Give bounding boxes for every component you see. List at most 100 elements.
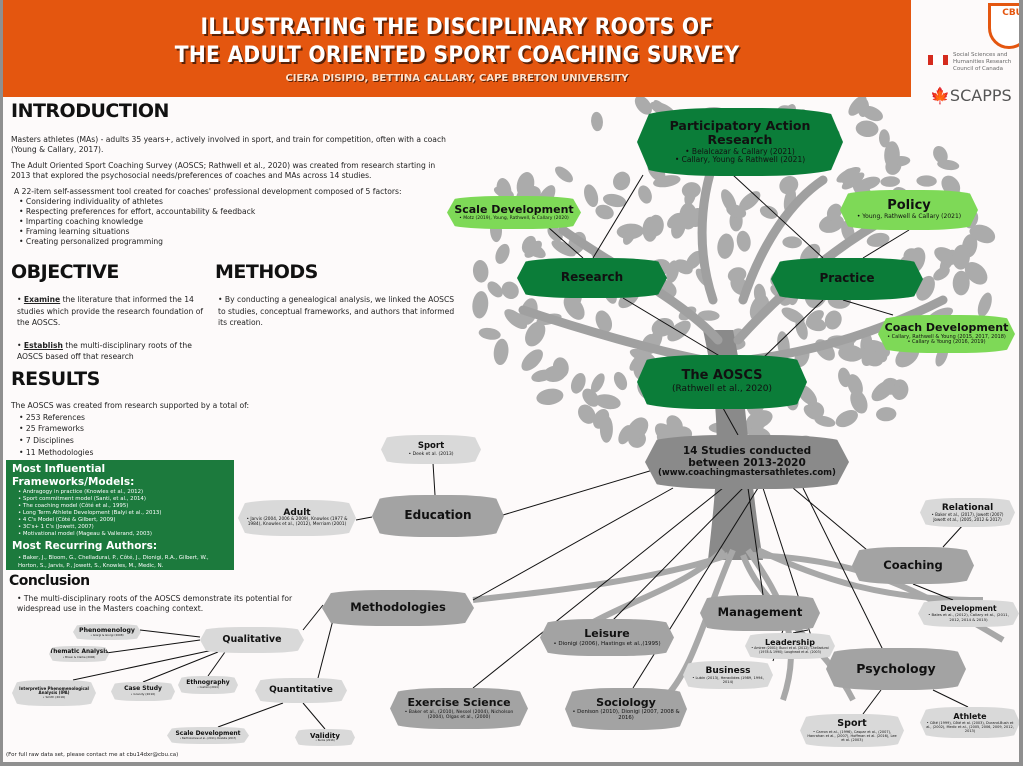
- leaf-shape: [584, 184, 599, 208]
- results-item: 25 Frameworks: [19, 423, 311, 435]
- node-title: Leadership: [765, 637, 815, 647]
- conclusion-heading: Conclusion: [9, 573, 90, 589]
- connector-line: [622, 297, 724, 359]
- node-policy: Policy• Young, Rathwell & Callary (2021): [840, 190, 978, 230]
- connector-line: [105, 639, 201, 654]
- node-management: Management: [700, 595, 820, 631]
- node-citation: • Côté (1999), Côté et al. (2003), Duran…: [926, 721, 1014, 734]
- node-citation: • Jarvis (2004, 2006 & 2009), Knowles (1…: [246, 517, 348, 528]
- sshrc-logo: Social Sciences and Humanities Research …: [953, 52, 1012, 72]
- connector-line: [732, 174, 824, 259]
- objective-body: Examine the literature that informed the…: [17, 294, 212, 363]
- leaf-shape: [516, 172, 535, 198]
- connector-line: [207, 651, 226, 677]
- leaf-shape: [933, 145, 948, 164]
- leaf-shape: [848, 95, 867, 116]
- objective-keyword: Establish: [23, 340, 63, 350]
- leaf-shape: [866, 232, 890, 247]
- leaf-shape: [595, 204, 614, 220]
- leaf-shape: [478, 327, 501, 340]
- conclusion-body: The multi-disciplinary roots of the AOSC…: [17, 594, 327, 614]
- factor-item: Imparting coaching knowledge: [19, 217, 456, 227]
- connector-line: [592, 174, 644, 259]
- leaf-shape: [667, 320, 691, 342]
- factor-item: Considering individuality of athletes: [19, 197, 456, 207]
- leaf-shape: [969, 227, 988, 242]
- leaf-shape: [717, 233, 734, 259]
- framework-item: 3C's+ 1 C's (Jowett, 2007): [18, 524, 228, 531]
- leaf-shape: [666, 415, 683, 433]
- node-title: Psychology: [856, 660, 936, 676]
- connector-line: [722, 407, 739, 436]
- node-title: Education: [404, 508, 472, 523]
- leaf-shape: [876, 407, 897, 422]
- leaf-shape: [746, 410, 773, 429]
- node-title: Interpretive Phenomenological Analysis (…: [19, 685, 89, 696]
- intro-paragraph-2: The Adult Oriented Sport Coaching Survey…: [11, 161, 436, 180]
- node-title: Validity: [310, 731, 340, 740]
- authors: CIERA DISIPIO, BETTINA CALLARY, CAPE BRE…: [285, 73, 629, 84]
- node-psychology: Psychology: [826, 648, 966, 690]
- framework-item: Andragogy in practice (Knowles et al., 2…: [18, 489, 228, 496]
- leaf-shape: [753, 283, 766, 305]
- node-title: Relational: [941, 502, 994, 513]
- leaf-shape: [806, 310, 824, 325]
- leaf-shape: [838, 367, 851, 388]
- connector-line: [548, 227, 584, 259]
- leaf-shape: [495, 243, 510, 264]
- introduction-body: Masters athletes (MAs) - adults 35 years…: [11, 135, 456, 247]
- leaf-shape: [638, 185, 652, 204]
- node-title: Leisure: [584, 627, 630, 641]
- results-item: 253 References: [19, 412, 311, 424]
- leaf-shape: [916, 175, 937, 187]
- logos: CBU Social Sciences and Humanities Resea…: [918, 0, 1019, 110]
- leaf-shape: [634, 95, 652, 115]
- leaf-shape: [582, 388, 600, 407]
- framework-item: The coaching model (Côté et al., 1995): [18, 503, 228, 510]
- node-ipa: Interpretive Phenomenological Analysis (…: [12, 680, 96, 706]
- node-citation: • Bartholomew et al., (2011), DeVellis (…: [179, 736, 237, 740]
- node-citation: • Smith (2016): [42, 694, 66, 699]
- connector-line: [942, 524, 964, 548]
- leaf-shape: [884, 141, 900, 169]
- connector-line: [792, 629, 809, 634]
- leaf-shape: [613, 171, 631, 191]
- title-line-2: THE ADULT ORIENTED SPORT COACHING SURVEY: [174, 43, 740, 68]
- authors-list: • Baker, J., Bloom, G., Chelladurai, P.,…: [18, 555, 209, 569]
- leaf-shape: [578, 404, 596, 424]
- leaf-shape: [952, 270, 970, 296]
- node-title: Coaching: [883, 557, 943, 572]
- leaf-shape: [977, 292, 992, 318]
- node-title: Exercise Science: [407, 695, 511, 709]
- leaf-shape: [472, 291, 489, 319]
- framework-item: Sport commitment model (Santi, et al., 2…: [18, 496, 228, 503]
- node-title: Development: [940, 603, 997, 613]
- node-title: Business: [705, 665, 751, 676]
- node-relational: Relational• Baker et al., (2017), Jowett…: [920, 498, 1015, 527]
- leaf-shape: [818, 214, 845, 233]
- node-title: Participatory Action Research: [669, 118, 811, 148]
- results-item: 7 Disciplines: [19, 435, 311, 447]
- leaf-shape: [613, 371, 628, 391]
- leaf-shape: [591, 111, 603, 132]
- node-exsci: Exercise Science• Baker et al., (2010), …: [390, 688, 528, 729]
- node-citation: • Callary & Young (2016, 2019): [907, 339, 986, 346]
- node-citation: • Young, Rathwell & Callary (2021): [856, 213, 962, 221]
- node-citation: • Baker et al., (2017), Jowett (2007) Jo…: [931, 512, 1004, 522]
- leaf-shape: [782, 236, 802, 249]
- node-qualitative: Qualitative: [200, 627, 304, 653]
- connector-line: [612, 487, 744, 621]
- connector-line: [355, 516, 373, 521]
- leaf-shape: [684, 186, 697, 206]
- leaf-shape: [880, 176, 900, 187]
- connector-line: [862, 689, 882, 715]
- node-casestudy: Case Study• Grandy (2010): [111, 682, 175, 701]
- leaf-shape: [590, 373, 605, 393]
- node-title: Sociology: [596, 695, 656, 709]
- connector-line: [747, 487, 764, 596]
- leaf-shape: [623, 226, 636, 245]
- node-adult: Adult• Jarvis (2004, 2006 & 2009), Knowl…: [238, 500, 356, 536]
- framework-item: Motivational model (Mageau & Vallerand, …: [18, 531, 228, 538]
- node-education: Education: [372, 495, 504, 537]
